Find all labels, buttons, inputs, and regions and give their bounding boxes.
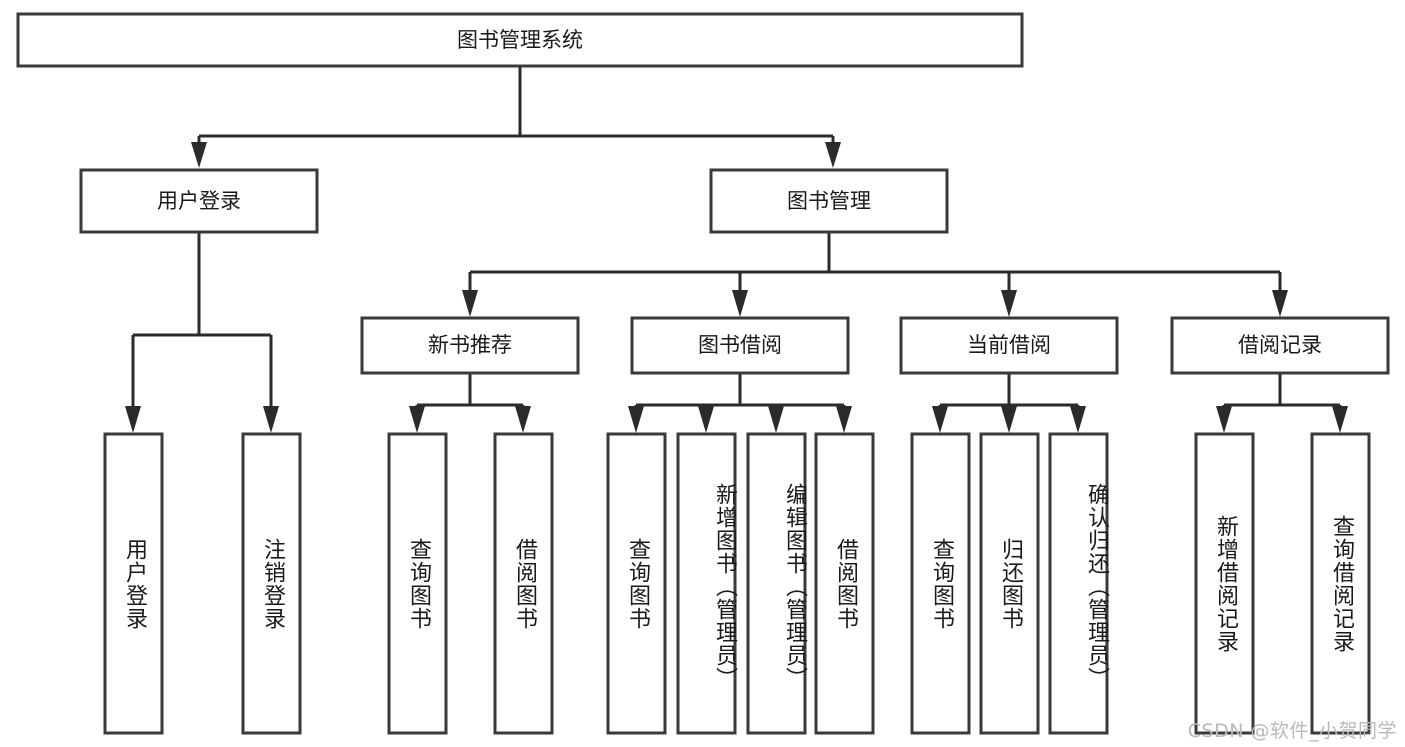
connector-currentborrow-to-leaves [932, 373, 1086, 433]
leaf-boxes [103, 432, 1371, 735]
leaf-box-query-book-3[interactable] [910, 432, 971, 735]
node-book-management[interactable]: 图书管理 [709, 168, 949, 234]
leaf-box-edit-book[interactable] [746, 432, 807, 735]
node-book-management-label: 图书管理 [787, 189, 871, 213]
leaf-box-add-record[interactable] [1194, 432, 1255, 735]
leaf-box-query-record[interactable] [1310, 432, 1371, 735]
node-new-book-recommend[interactable]: 新书推荐 [360, 316, 580, 375]
connector-bookmgmt-to-level3 [462, 232, 1288, 317]
leaf-box-return-book[interactable] [979, 432, 1040, 735]
leaf-box-query-book-1[interactable] [387, 432, 448, 735]
leaf-box-user-login[interactable] [103, 432, 164, 735]
leaf-box-add-book[interactable] [676, 432, 737, 735]
node-root-label: 图书管理系统 [457, 28, 583, 52]
connector-newbook-to-leaves [409, 373, 531, 433]
leaf-box-query-book-2[interactable] [606, 432, 667, 735]
node-user-login-label: 用户登录 [157, 189, 241, 213]
leaf-box-logout[interactable] [241, 432, 302, 735]
leaf-box-borrow-book-2[interactable] [814, 432, 875, 735]
node-borrow-record-label: 借阅记录 [1238, 333, 1322, 357]
node-book-borrow-label: 图书借阅 [698, 333, 782, 357]
connector-borrowrecord-to-leaves [1216, 373, 1348, 433]
connector-bookborrow-to-leaves [628, 373, 852, 433]
node-new-book-recommend-label: 新书推荐 [428, 333, 512, 357]
connector-root-to-level2 [191, 66, 841, 168]
node-borrow-record[interactable]: 借阅记录 [1170, 316, 1390, 375]
leaf-box-confirm-return[interactable] [1048, 432, 1109, 735]
node-root[interactable]: 图书管理系统 [16, 12, 1024, 68]
node-current-borrow[interactable]: 当前借阅 [899, 316, 1119, 375]
node-current-borrow-label: 当前借阅 [967, 333, 1051, 357]
leaf-box-borrow-book-1[interactable] [493, 432, 554, 735]
connector-userlogin-to-leaves [125, 232, 279, 433]
watermark-text: CSDN @软件_小贺同学 [1187, 720, 1397, 742]
node-book-borrow[interactable]: 图书借阅 [630, 316, 850, 375]
node-user-login[interactable]: 用户登录 [79, 168, 319, 234]
